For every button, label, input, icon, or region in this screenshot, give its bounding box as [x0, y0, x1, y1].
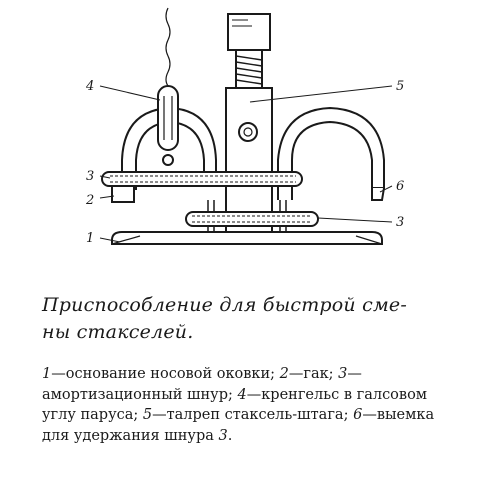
leader-3a	[99, 175, 111, 179]
label-5: 5	[396, 79, 404, 94]
label-3b: 3	[396, 215, 404, 230]
leader-6	[379, 185, 393, 193]
central-post	[225, 87, 273, 233]
right-arch	[277, 106, 385, 200]
notch-6	[371, 187, 385, 201]
cringle-inner	[163, 96, 173, 140]
legend-item-2: 2—гак;	[279, 366, 339, 382]
leader-2	[99, 195, 115, 199]
label-2: 2	[85, 193, 94, 208]
upper-cord-texture	[110, 175, 296, 183]
post-hole	[238, 122, 258, 142]
label-6: 6	[396, 179, 404, 194]
figure-caption: Приспособление для быстрой сме- ны стакс…	[42, 292, 462, 346]
figure-legend: 1—основание носовой оковки; 2—гак; 3—амо…	[42, 364, 442, 446]
lower-cord	[185, 211, 319, 227]
base-plate	[111, 231, 383, 245]
lower-cord-texture	[192, 215, 312, 223]
base-plate-bevel-left	[111, 235, 141, 245]
legend-item-1: 1—основание носовой оковки;	[42, 366, 280, 382]
sail-line	[165, 7, 171, 87]
base-plate-bevel-right	[355, 235, 383, 245]
caption-line-1: Приспособление для быстрой сме-	[42, 294, 407, 316]
fitting-diagram: 1 2 3 3 4 5 6	[85, 7, 404, 246]
cringle	[157, 85, 179, 151]
label-1: 1	[86, 231, 94, 246]
turnbuckle-top	[227, 13, 271, 51]
leader-4	[99, 85, 161, 101]
legend-paragraph: 1—основание носовой оковки; 2—гак; 3—амо…	[42, 364, 442, 446]
upper-cord	[101, 171, 303, 187]
leader-5	[249, 85, 393, 103]
legend-item-6: 6—выемка для удержания шнура 3.	[42, 407, 435, 444]
screw-threads	[235, 55, 263, 85]
label-4: 4	[85, 79, 94, 94]
top-hatching	[232, 19, 252, 27]
post-hole-inner	[243, 127, 253, 137]
leader-3b	[317, 217, 393, 223]
hook-foot	[111, 185, 135, 203]
legend-item-3: 3—амортизационный шнур;	[42, 366, 362, 403]
label-3a: 3	[86, 169, 94, 184]
legend-item-4: 4—кренгельс в галсовом углу паруса;	[42, 386, 428, 424]
leader-1	[99, 237, 121, 243]
legend-item-5: 5—талреп стаксель-штага;	[142, 407, 354, 423]
left-arch	[121, 106, 217, 190]
caption-line-2: ны стакселей.	[42, 321, 194, 343]
cringle-ring	[162, 154, 174, 166]
